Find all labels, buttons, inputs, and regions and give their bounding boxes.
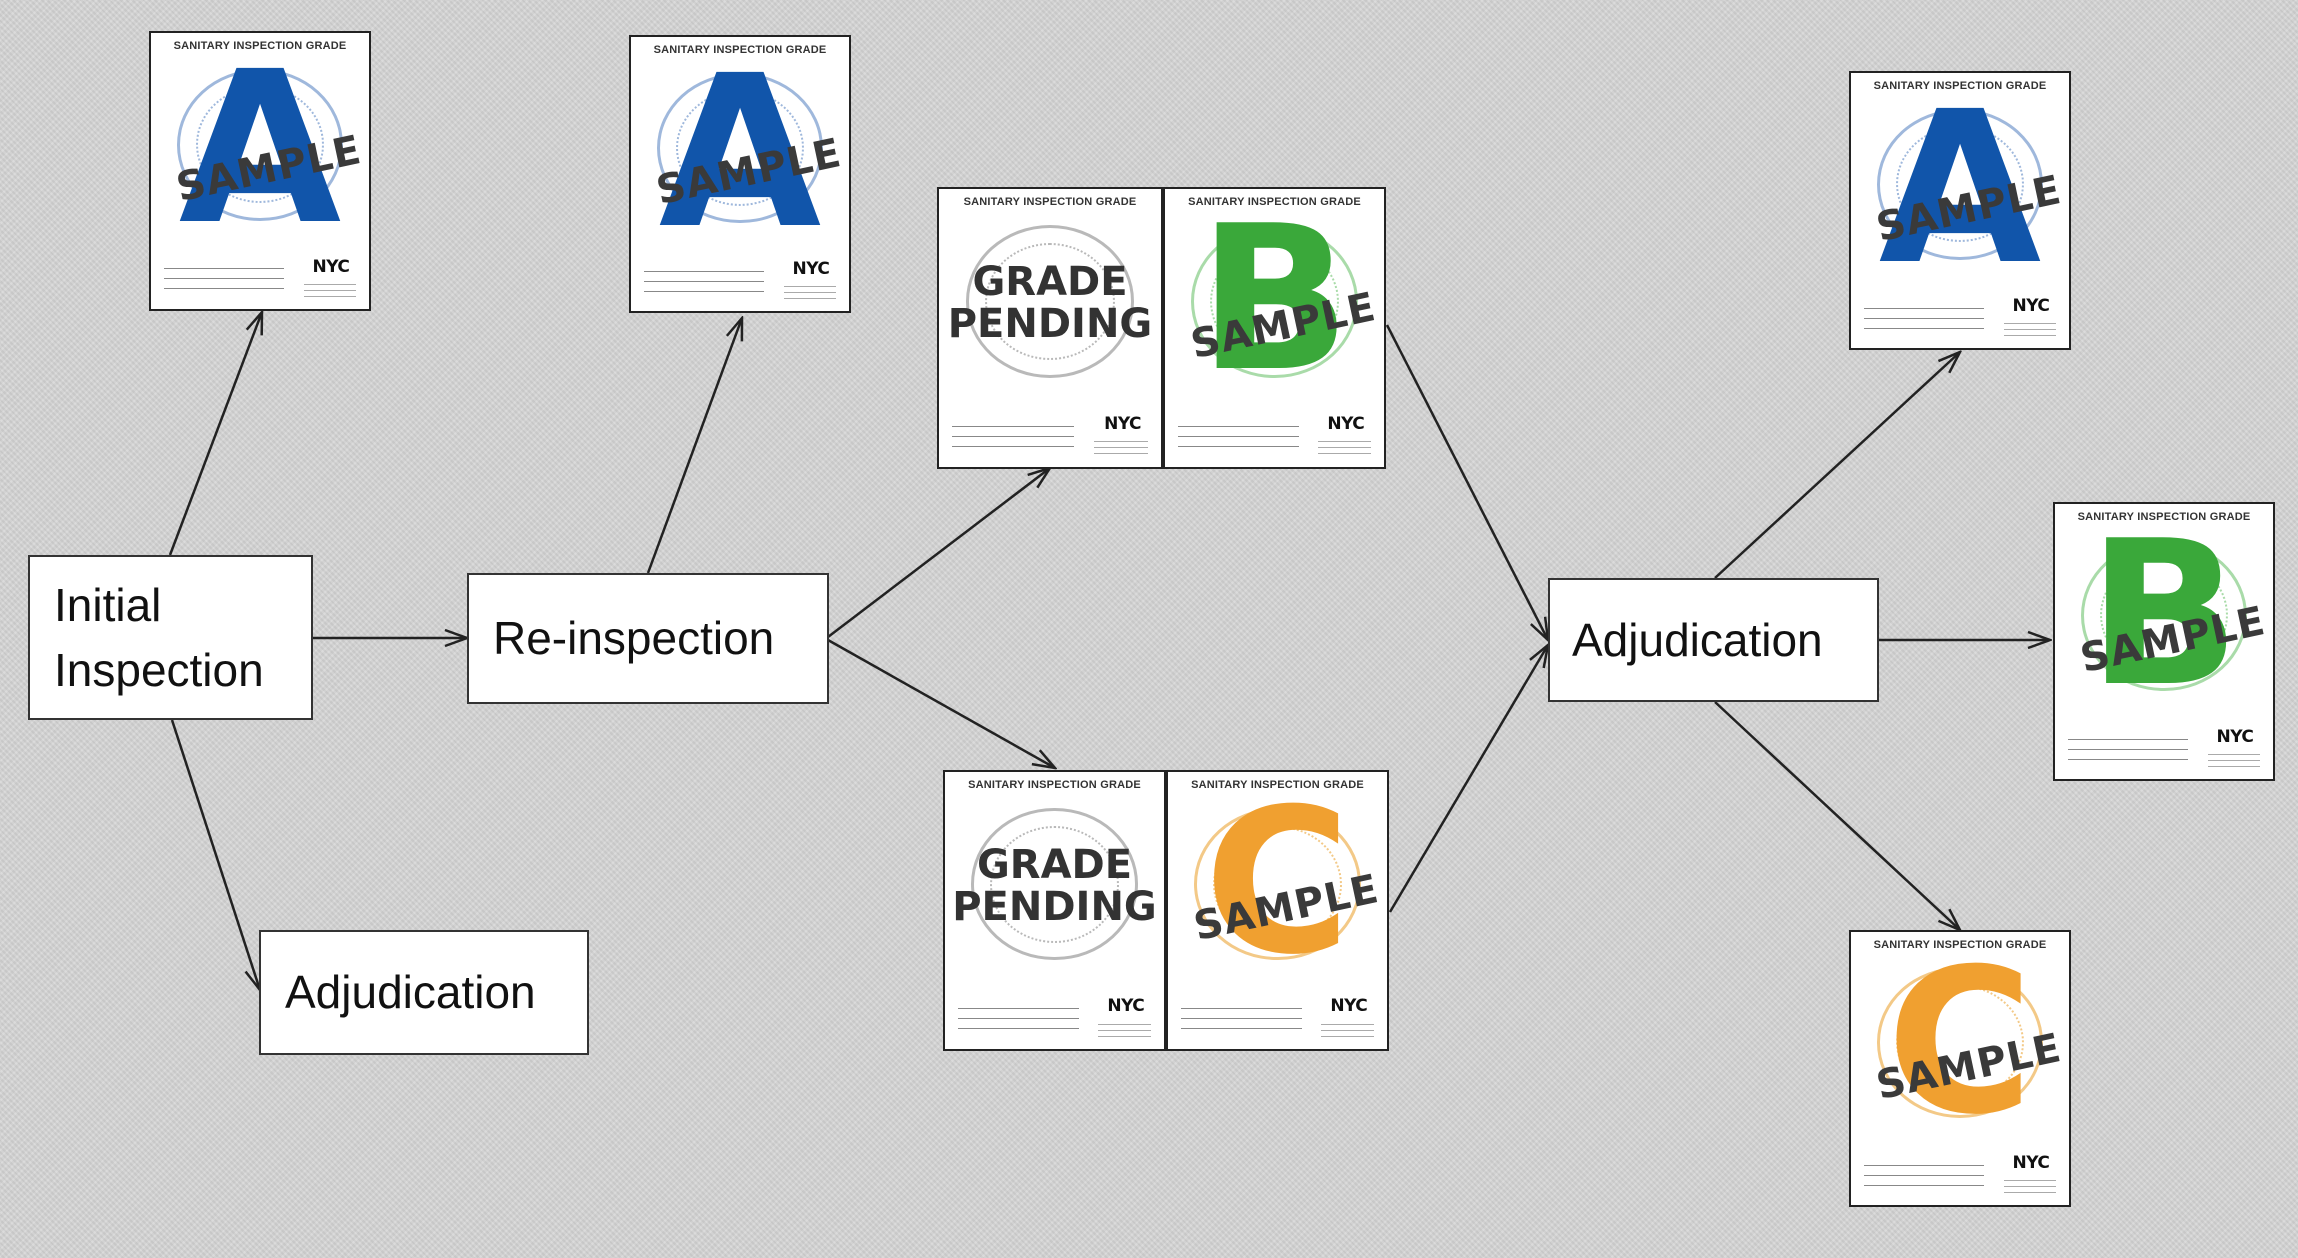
adjudication-box-right: Adjudication: [1548, 578, 1879, 702]
grade-letter-b: B: [1198, 187, 1351, 417]
arrow-reinspection-to-pending-c: [827, 638, 1055, 768]
card-header: SANITARY INSPECTION GRADE: [2077, 510, 2251, 523]
nyc-logo: NYC: [1107, 996, 1145, 1017]
city-seal: [1877, 108, 2043, 260]
grade-a-card-initial: SANITARY INSPECTION GRADE A SAMPLE NYC: [149, 31, 371, 311]
grade-letter-a: A: [658, 35, 822, 275]
city-seal: [965, 225, 1135, 379]
initial-inspection-label: Initial Inspection: [54, 579, 264, 696]
city-seal: [177, 68, 343, 221]
re-inspection-box: Re-inspection: [467, 573, 829, 704]
card-header: SANITARY INSPECTION GRADE: [1873, 79, 2047, 92]
grade-b-card-adjudication: SANITARY INSPECTION GRADE B SAMPLE NYC: [2053, 502, 2275, 781]
grade-letter-a: A: [178, 31, 342, 272]
grade-letter-a: A: [1878, 71, 2042, 311]
grade-letter-c: C: [1886, 930, 2034, 1159]
card-header: SANITARY INSPECTION GRADE: [963, 195, 1137, 208]
card-header: SANITARY INSPECTION GRADE: [1873, 938, 2047, 951]
re-inspection-label: Re-inspection: [493, 612, 775, 665]
arrow-reinspection-to-pending-b: [827, 468, 1050, 638]
grade-b-card-top: SANITARY INSPECTION GRADE B SAMPLE NYC: [1163, 187, 1386, 469]
initial-inspection-box: Initial Inspection: [28, 555, 313, 720]
arrow-pending-b-to-adjudication: [1385, 324, 1548, 640]
city-seal: [1877, 967, 2043, 1118]
card-header: SANITARY INSPECTION GRADE: [968, 778, 1141, 791]
grade-pending-card-bottom: SANITARY INSPECTION GRADE GRADE PENDING …: [943, 770, 1166, 1051]
arrow-initial-to-grade-a: [168, 312, 262, 556]
nyc-logo: NYC: [2012, 295, 2050, 316]
nyc-logo: NYC: [792, 258, 830, 279]
grade-a-card-reinspection: SANITARY INSPECTION GRADE A SAMPLE NYC: [629, 35, 851, 313]
grade-letter-b: B: [2087, 502, 2241, 731]
nyc-logo: NYC: [2216, 726, 2254, 747]
card-header: SANITARY INSPECTION GRADE: [653, 43, 827, 56]
arrow-pending-c-to-adjudication: [1388, 645, 1548, 913]
card-header: SANITARY INSPECTION GRADE: [173, 39, 347, 52]
grade-a-card-adjudication: SANITARY INSPECTION GRADE A SAMPLE NYC: [1849, 71, 2071, 350]
city-seal: [657, 72, 823, 224]
nyc-logo: NYC: [1327, 414, 1365, 435]
card-header: SANITARY INSPECTION GRADE: [1191, 778, 1364, 791]
arrow-adjudication-to-grade-a: [1714, 352, 1960, 579]
city-seal: [1191, 225, 1358, 379]
adjudication-right-label: Adjudication: [1572, 613, 1823, 666]
nyc-logo: NYC: [1330, 996, 1368, 1017]
arrow-adjudication-to-grade-c: [1714, 701, 1960, 930]
nyc-logo: NYC: [1104, 414, 1142, 435]
grade-letter-c: C: [1204, 770, 1351, 1000]
grade-c-card-adjudication: SANITARY INSPECTION GRADE C SAMPLE NYC: [1849, 930, 2071, 1207]
city-seal: [1194, 808, 1361, 961]
nyc-logo: NYC: [2012, 1153, 2050, 1174]
grade-pending-card-top: SANITARY INSPECTION GRADE GRADE PENDING …: [937, 187, 1163, 469]
grade-pending-text: GRADE PENDING: [952, 842, 1157, 931]
grade-pending-text: GRADE PENDING: [947, 259, 1153, 348]
nyc-logo: NYC: [312, 256, 350, 277]
city-seal: [971, 808, 1138, 961]
city-seal: [2081, 539, 2247, 691]
adjudication-box-left: Adjudication: [259, 930, 589, 1055]
card-header: SANITARY INSPECTION GRADE: [1188, 195, 1361, 208]
grade-c-card-bottom: SANITARY INSPECTION GRADE C SAMPLE NYC: [1166, 770, 1389, 1051]
adjudication-left-label: Adjudication: [285, 966, 536, 1019]
arrow-initial-to-adjudication: [170, 719, 260, 990]
arrow-reinspection-to-grade-a: [646, 318, 742, 574]
